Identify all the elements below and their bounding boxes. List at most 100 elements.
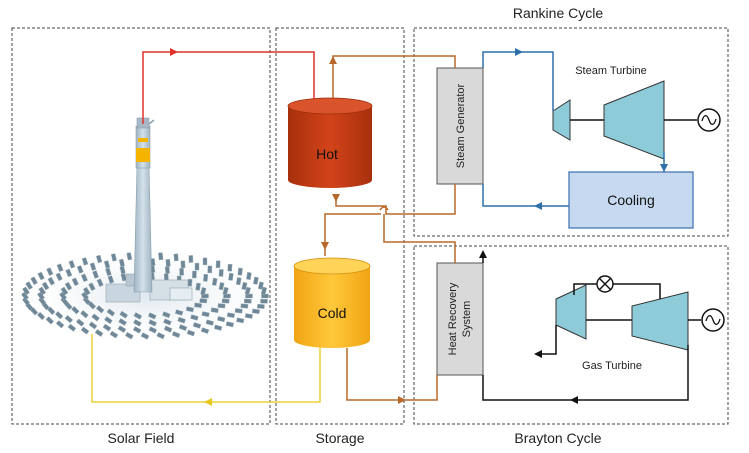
heliostat <box>120 273 127 282</box>
heliostat <box>210 307 219 313</box>
steam-generator-ac-symbol <box>697 108 721 132</box>
heliostat <box>56 263 64 272</box>
heliostat <box>194 262 200 271</box>
cold-tank-label: Cold <box>318 305 347 321</box>
heliostat <box>132 326 142 334</box>
heliostat <box>95 254 103 264</box>
heliostat <box>178 324 188 331</box>
cooling-return-line <box>482 184 569 210</box>
rankine-section <box>413 27 729 237</box>
heliostat <box>217 316 226 323</box>
heliostat <box>174 309 184 316</box>
heliostat <box>45 316 55 325</box>
heliostat <box>133 312 143 320</box>
heliostat <box>162 311 171 319</box>
turbine-exhaust-line <box>482 345 689 404</box>
heliostat <box>195 282 201 291</box>
heliostat <box>207 265 213 274</box>
heliostat <box>223 293 231 299</box>
turbine-to-cooling-line <box>660 152 668 172</box>
heliostat <box>185 306 194 313</box>
heliostat <box>186 329 196 337</box>
heliostat <box>88 282 96 291</box>
heliostat <box>246 272 252 280</box>
steam-generator: Steam Generator <box>436 67 484 185</box>
hrs-to-storage-line <box>379 206 456 263</box>
solar-receiver <box>136 148 150 162</box>
heliostat <box>163 325 173 333</box>
heliostat <box>95 305 105 314</box>
heliostat <box>30 276 38 286</box>
heat-recovery-label-line2: System <box>461 301 473 338</box>
steam-turbine-label: Steam Turbine <box>575 65 647 77</box>
heliostat <box>64 315 74 324</box>
hot-salt-line <box>142 48 315 124</box>
heliostat <box>91 313 100 322</box>
heliostat <box>201 293 209 299</box>
steam-line <box>482 48 554 111</box>
heliostat <box>46 267 54 276</box>
heliostat <box>253 276 259 285</box>
cold-tank: Cold <box>293 257 371 348</box>
heliostat <box>148 326 158 334</box>
gas-turbine-label: Gas Turbine <box>582 360 642 372</box>
heliostat <box>25 281 33 290</box>
heliostat <box>192 322 202 329</box>
heliostat <box>217 303 226 309</box>
heliostat <box>257 303 265 309</box>
heliostat <box>201 311 210 318</box>
heliostat <box>21 296 31 306</box>
heliostat <box>37 271 45 281</box>
heliostat <box>80 310 89 319</box>
heliostat <box>68 260 76 269</box>
heliostat <box>241 281 248 291</box>
solar-field-label: Solar Field <box>108 430 175 446</box>
heliostat <box>173 253 179 262</box>
heliostat <box>179 268 184 276</box>
heliostat <box>202 257 208 266</box>
heliostat <box>205 319 214 326</box>
heliostat <box>227 263 233 272</box>
combustor-loop-line <box>573 283 661 299</box>
hot-tank: Hot <box>287 97 373 188</box>
heliostat <box>119 310 129 319</box>
solar-tower <box>133 117 155 293</box>
heliostat <box>215 260 221 269</box>
heliostat <box>118 318 127 326</box>
heliostat <box>124 331 134 340</box>
sg-to-cold-tank-line <box>321 184 456 256</box>
heliostat <box>38 286 47 296</box>
heliostat <box>60 286 69 296</box>
heliostat <box>22 286 30 296</box>
heliostat <box>260 298 268 304</box>
heliostat <box>158 252 164 261</box>
heliostat <box>67 323 77 332</box>
cooling-unit: Cooling <box>568 171 694 229</box>
heliostat <box>41 281 50 291</box>
rankine-cycle-label: Rankine Cycle <box>513 5 603 21</box>
heat-recovery-label-line1: Heat Recovery <box>447 282 459 355</box>
combustor-icon <box>596 275 614 293</box>
heliostat <box>47 276 55 286</box>
heliostat <box>244 313 253 319</box>
heliostat <box>257 281 264 290</box>
heliostat <box>80 326 90 335</box>
heliostat <box>71 277 79 287</box>
heliostat <box>118 258 125 267</box>
heliostat <box>211 277 218 286</box>
heliostat <box>213 324 223 331</box>
heliostat <box>236 317 245 324</box>
heliostat <box>81 257 89 266</box>
heliostat <box>203 273 209 282</box>
heliostat <box>89 262 97 271</box>
heliostat <box>237 267 243 276</box>
heliostat <box>64 281 73 291</box>
heliostat <box>251 308 260 314</box>
heliostat <box>109 330 119 339</box>
heliostat <box>164 266 170 274</box>
brayton-section <box>413 245 729 425</box>
heliostat <box>47 306 56 315</box>
heliostat <box>105 267 112 276</box>
storage-section <box>275 27 405 425</box>
heliostat <box>106 308 116 317</box>
